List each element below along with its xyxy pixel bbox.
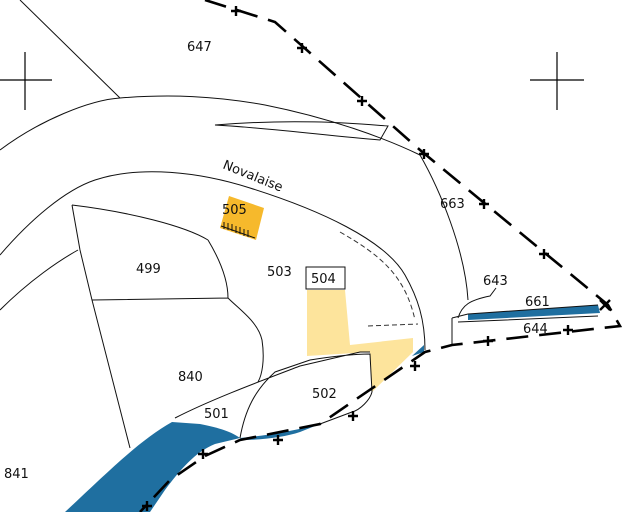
parcel-663: 663 [440, 197, 465, 212]
road-dashed-edge [339, 231, 419, 327]
stream-water-small [412, 345, 424, 356]
parcel-661: 661 [525, 295, 550, 310]
parcel-644: 644 [523, 322, 548, 337]
road-edge-north [0, 95, 421, 156]
parcel-647: 647 [187, 40, 212, 55]
parcel-502: 502 [312, 387, 337, 402]
parcel-504: 504 [311, 272, 336, 287]
road-inner-lane [214, 121, 389, 141]
parcel-lines [0, 0, 599, 449]
parcel-503: 503 [267, 265, 292, 280]
parcel-841: 841 [4, 467, 29, 482]
commune-boundary [139, 0, 623, 512]
street-label: Novalaise [221, 158, 285, 196]
road-edge-south [0, 171, 426, 351]
river-water-lower [240, 424, 320, 440]
boundary-cross-icon [142, 6, 611, 511]
parcel-840: 840 [178, 370, 203, 385]
river-water [65, 422, 240, 512]
building-504 [307, 290, 413, 392]
parcel-499: 499 [136, 262, 161, 277]
grid-cross-icon [0, 52, 584, 110]
parcel-643: 643 [483, 274, 508, 289]
building-504-box [305, 266, 346, 290]
road-edge-east [419, 154, 469, 301]
stream-water [468, 305, 600, 320]
parcel-501: 501 [204, 407, 229, 422]
parcel-505: 505 [222, 203, 247, 218]
building-505-hatch [220, 222, 256, 239]
